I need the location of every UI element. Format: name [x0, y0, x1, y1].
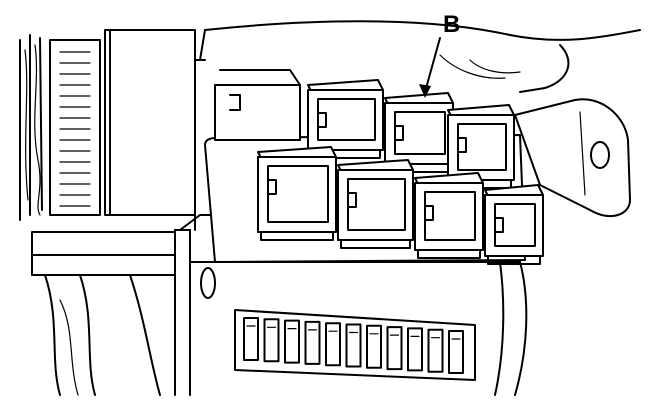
- dashboard-outline: [199, 20, 641, 93]
- relay-upper-2: [384, 92, 454, 173]
- relay-upper-1: [307, 79, 384, 159]
- relay-lower-4: [484, 184, 544, 265]
- relay-lower-3: [414, 172, 484, 259]
- fuse-slot: [407, 327, 423, 372]
- lower-bracket: [31, 231, 176, 396]
- bracket-bolt-hole: [590, 141, 610, 169]
- relay-lower-2: [337, 159, 414, 249]
- relay-upper-3: [447, 104, 515, 189]
- fuse-slot: [325, 322, 341, 367]
- wiring-harness: [19, 34, 101, 221]
- fuse-slot: [386, 326, 403, 371]
- fuse-slot: [304, 320, 321, 365]
- fuse-slot: [427, 328, 444, 373]
- relay-lower-1: [257, 146, 337, 241]
- mounting-hole: [200, 267, 216, 299]
- callout-b: B: [419, 11, 460, 98]
- relays: [257, 79, 544, 265]
- fuse-slot: [243, 317, 259, 361]
- fuse-slot: [448, 330, 464, 374]
- small-connector: [214, 69, 301, 141]
- mounting-bracket: [514, 98, 631, 218]
- fuse-slot: [366, 324, 382, 369]
- fuse-slot: [263, 318, 280, 363]
- fuse-slot: [284, 319, 300, 364]
- fuse-slot: [345, 323, 362, 368]
- callout-label: B: [443, 11, 460, 38]
- fuse-strip: [234, 309, 476, 381]
